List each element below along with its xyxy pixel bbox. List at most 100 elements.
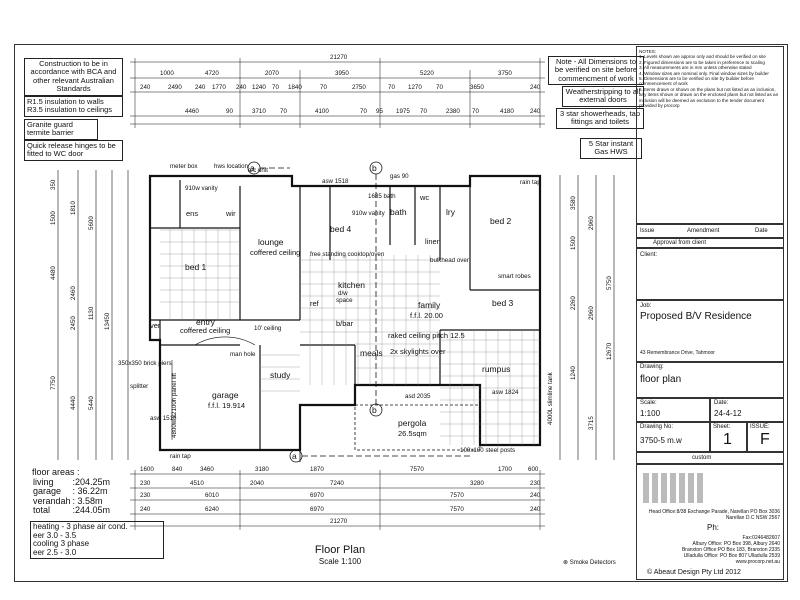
svg-text:240: 240 [530,84,541,91]
room-bed1: bed 1 [185,262,207,272]
svg-text:90: 90 [226,108,233,115]
svg-text:1975: 1975 [396,108,410,115]
svg-text:840: 840 [172,466,183,473]
svg-text:5440: 5440 [88,396,95,410]
dimension-labels: 21270 1000 4720 2070 3950 5220 3750 240 … [50,54,613,525]
custom-box: custom [636,452,784,464]
svg-text:240: 240 [530,108,541,115]
room-labels: bed 1 lounge coffered ceiling bed 4 bath… [150,193,514,438]
company-box: Head Office:8/38 Exchange Parade, Narell… [636,464,784,580]
svg-text:1810: 1810 [70,201,77,215]
svg-text:12670: 12670 [606,342,613,360]
company-logo [643,473,703,503]
floor-areas: floor areas : living:204.25m garage: 36.… [32,467,111,515]
dim-total-top: 21270 [330,54,348,61]
svg-text:gas 90: gas 90 [390,173,409,180]
svg-text:2x skylights over: 2x skylights over [390,347,446,356]
svg-text:asw 1518: asw 1518 [322,178,349,185]
svg-text:6970: 6970 [310,492,324,499]
svg-text:3460: 3460 [200,466,214,473]
svg-text:4440: 4440 [70,396,77,410]
svg-text:6240: 6240 [205,506,219,513]
svg-text:70: 70 [420,108,427,115]
room-linen: linen [425,237,441,246]
room-ens: ens [186,209,198,218]
svg-text:100x100 steel posts: 100x100 steel posts [460,447,515,454]
svg-text:4460: 4460 [185,108,199,115]
plan-scale: Scale 1:100 [318,557,362,566]
svg-text:4000L slimline tank: 4000L slimline tank [547,371,554,425]
svg-text:bulkhead over: bulkhead over [430,257,469,264]
svg-text:1130: 1130 [88,306,95,320]
construction-note: Construction to be in accordance with BC… [24,58,123,96]
svg-text:4180: 4180 [500,108,514,115]
amendment-row: Approval from client [636,238,784,248]
svg-text:f.f.l. 20.00: f.f.l. 20.00 [410,311,443,320]
svg-text:1700: 1700 [498,466,512,473]
svg-text:3715: 3715 [588,416,595,430]
svg-text:d/w: d/w [338,290,348,297]
svg-text:70: 70 [360,108,367,115]
room-lounge: lounge [258,237,284,247]
svg-text:240: 240 [140,506,151,513]
svg-text:7570: 7570 [450,492,464,499]
svg-text:26.5sqm: 26.5sqm [398,429,427,438]
svg-text:230: 230 [530,480,541,487]
room-entry: entry [196,317,216,327]
svg-text:coffered ceiling: coffered ceiling [250,248,300,257]
plan-title: Floor Plan [314,544,366,556]
svg-text:240: 240 [530,492,541,499]
svg-text:350: 350 [50,179,57,190]
svg-text:4480: 4480 [50,266,57,280]
svg-text:meter box: meter box [170,163,198,170]
svg-text:2040: 2040 [250,480,264,487]
svg-text:70: 70 [272,84,279,91]
svg-text:1600: 1600 [140,466,154,473]
svg-text:2450: 2450 [70,316,77,330]
room-ver: ver [150,321,161,330]
svg-text:3950: 3950 [335,70,349,77]
svg-text:free standing cooktop/oven: free standing cooktop/oven [310,251,385,258]
svg-text:70: 70 [472,108,479,115]
svg-text:a: a [250,163,255,173]
svg-text:1240: 1240 [570,366,577,380]
svg-text:13450: 13450 [104,312,111,330]
svg-text:6970: 6970 [310,506,324,513]
svg-text:3710: 3710 [252,108,266,115]
room-bed2: bed 2 [490,216,512,226]
svg-text:4100: 4100 [315,108,329,115]
svg-text:1240: 1240 [252,84,266,91]
svg-text:b/bar: b/bar [336,319,354,328]
date-box: Date: 24-4-12 [710,398,784,422]
room-bed4: bed 4 [330,224,352,234]
svg-text:splitter: splitter [130,383,148,390]
room-pergola: pergola [398,418,427,428]
svg-text:1500: 1500 [50,211,57,225]
svg-text:1270: 1270 [408,84,422,91]
svg-text:910w vanity: 910w vanity [352,210,386,217]
room-family: family [418,300,441,310]
svg-text:smart robes: smart robes [498,273,531,280]
svg-text:7750: 7750 [50,376,57,390]
room-bed3: bed 3 [492,298,514,308]
svg-text:240: 240 [530,506,541,513]
room-study: study [270,370,291,380]
svg-text:230: 230 [140,480,151,487]
smoke-detector-legend: ⊗ Smoke Detectors [563,560,616,566]
svg-text:240: 240 [195,84,206,91]
client-box: Client: [636,248,784,300]
svg-text:a: a [292,451,297,461]
svg-text:350x350 brick piers: 350x350 brick piers [118,360,172,367]
svg-text:910w vanity: 910w vanity [185,185,219,192]
svg-text:7570: 7570 [410,466,424,473]
termite-note: Granite guard termite barrier [24,119,98,140]
smoke-detector-icon: ⊗ [563,560,569,566]
svg-text:7240: 7240 [330,480,344,487]
room-bath: bath [390,207,407,217]
svg-text:asw 1518: asw 1518 [150,415,177,422]
svg-text:2070: 2070 [265,70,279,77]
svg-text:1685 bath: 1685 bath [368,193,396,200]
svg-text:3580: 3580 [570,196,577,210]
hinges-note: Quick release hinges to be fitted to WC … [24,140,123,161]
